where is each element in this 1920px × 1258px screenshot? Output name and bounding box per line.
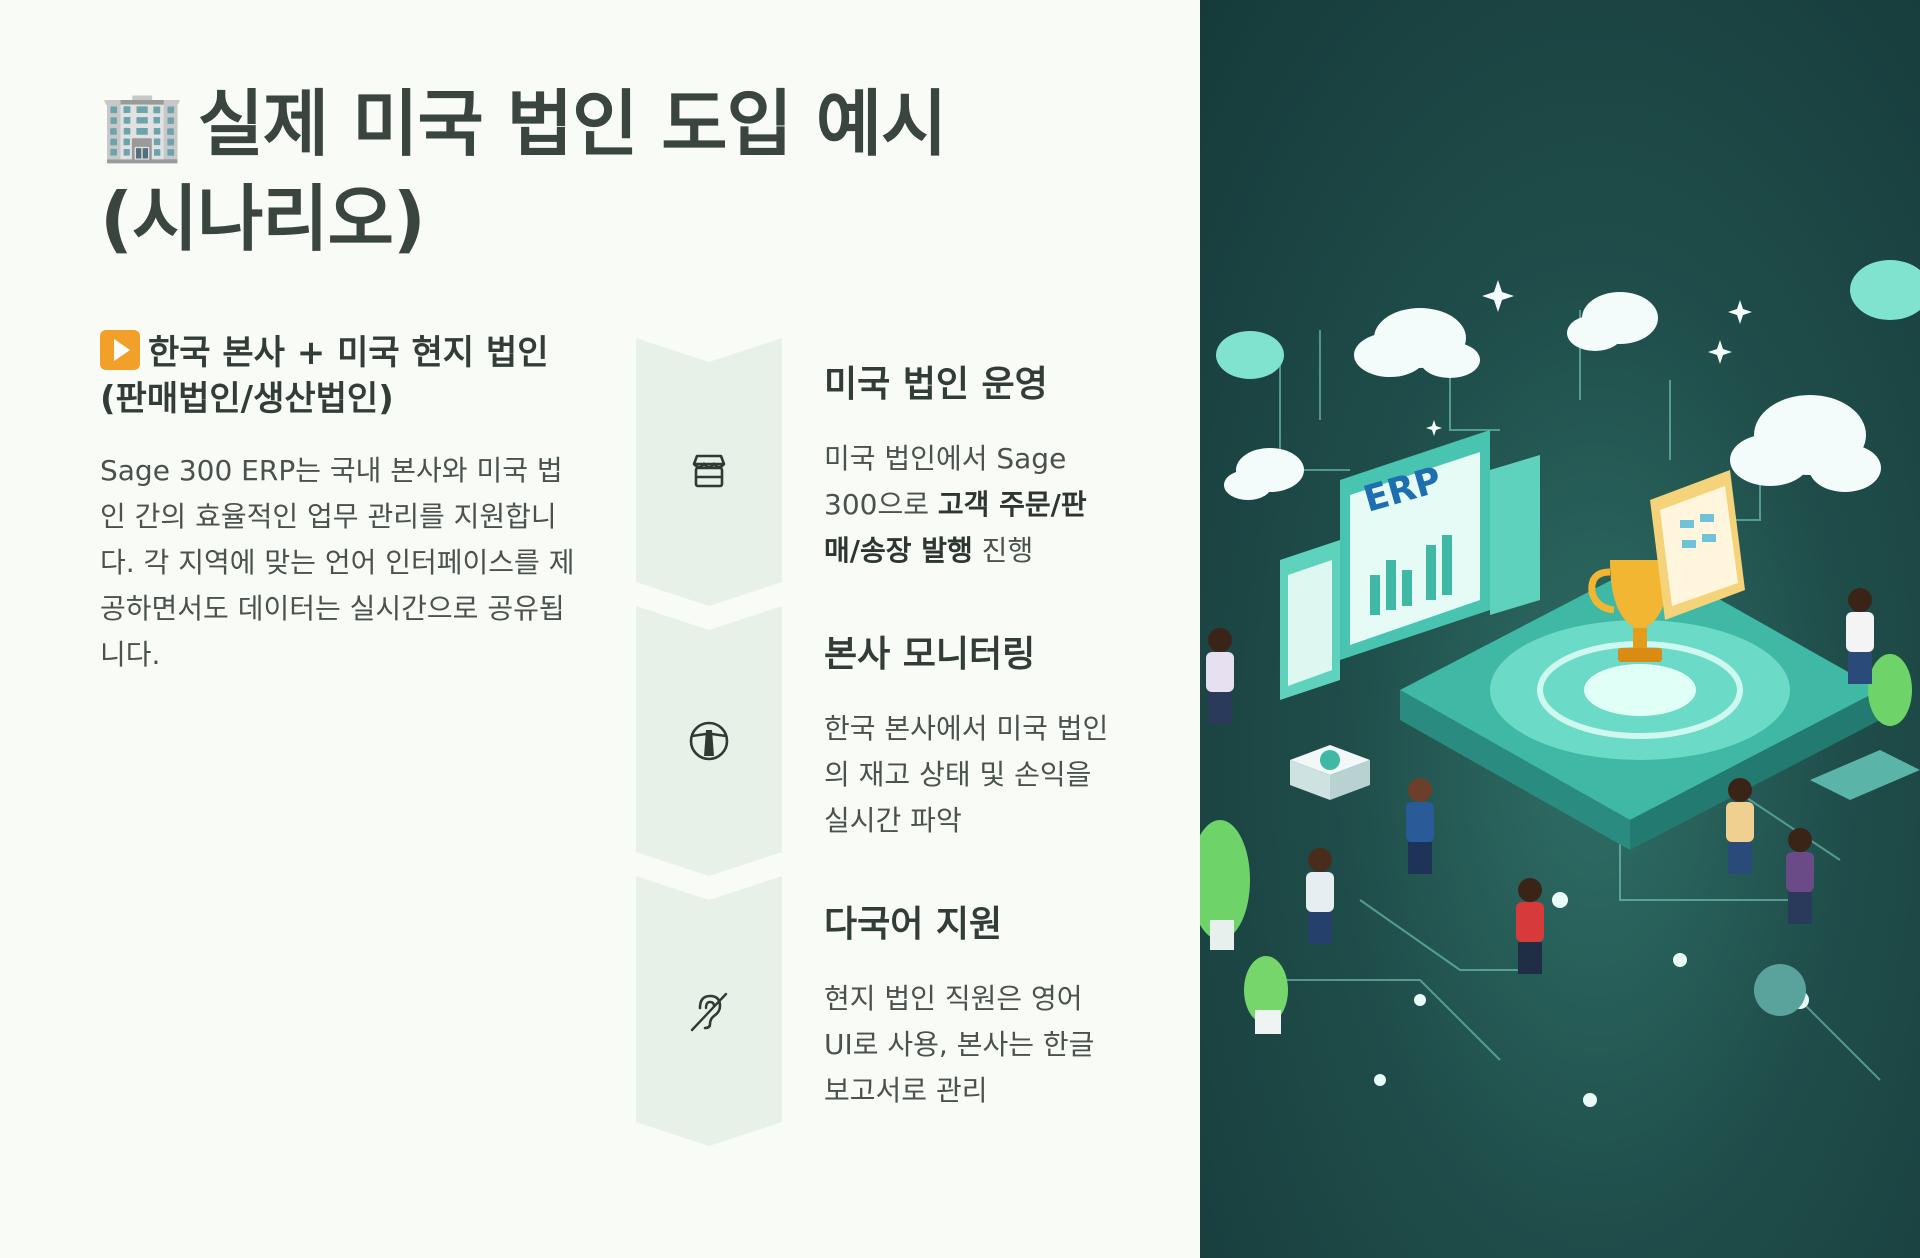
- sparkle-icons: [1426, 280, 1752, 436]
- central-platform: [1400, 560, 1880, 850]
- lighthouse-icon: [689, 721, 729, 761]
- cloud-icons: [1224, 292, 1881, 500]
- step-2-title: 본사 모니터링: [824, 634, 1036, 675]
- step-1-title: 미국 법인 운영: [824, 364, 1048, 405]
- people-figures: [1206, 588, 1874, 974]
- hearing-icon: [690, 992, 728, 1032]
- intro-heading: 한국 본사 + 미국 현지 법인 (판매법인/생산법인): [100, 330, 580, 422]
- illustration-panel: ERP: [1200, 0, 1920, 1258]
- step-2-text: 한국 본사에서 미국 법인의 재고 상태 및 손익을 실시간 파악: [824, 712, 1109, 837]
- step-1-text: 미국 법인에서 Sage 300으로 고객 주문/판매/송장 발행 진행: [824, 442, 1087, 567]
- step-1-highlight: 고객 주문/판매/송장 발행: [824, 488, 1087, 567]
- data-cubes: [1290, 745, 1920, 800]
- erp-dashboard: ERP: [1280, 430, 1540, 700]
- step-3-title: 다국어 지원: [824, 904, 1003, 945]
- intro-body: Sage 300 ERP는 국내 본사와 미국 법인 간의 효율적인 업무 관리…: [100, 454, 575, 671]
- office-building-icon: 🏢: [100, 87, 185, 166]
- page-title: 🏢실제 미국 법인 도입 예시 (시나리오): [100, 78, 1060, 265]
- store-icon: [692, 454, 726, 488]
- play-button-icon: [100, 330, 140, 370]
- step-3-text: 현지 법인 직원은 영어 UI로 사용, 본사는 한글 보고서로 관리: [824, 982, 1095, 1107]
- content-panel: 🏢실제 미국 법인 도입 예시 (시나리오) 한국 본사 + 미국 현지 법인 …: [100, 78, 1109, 1146]
- intro-heading-text: 한국 본사 + 미국 현지 법인 (판매법인/생산법인): [100, 333, 549, 419]
- teal-cloud-icons: [1216, 260, 1920, 379]
- plant-icons: [1200, 654, 1912, 1034]
- erp-network-illustration: ERP: [1200, 260, 1920, 1107]
- report-screen: [1650, 470, 1745, 620]
- step-chevron-1: [636, 338, 782, 606]
- page-title-text: 실제 미국 법인 도입 예시 (시나리오): [100, 82, 947, 261]
